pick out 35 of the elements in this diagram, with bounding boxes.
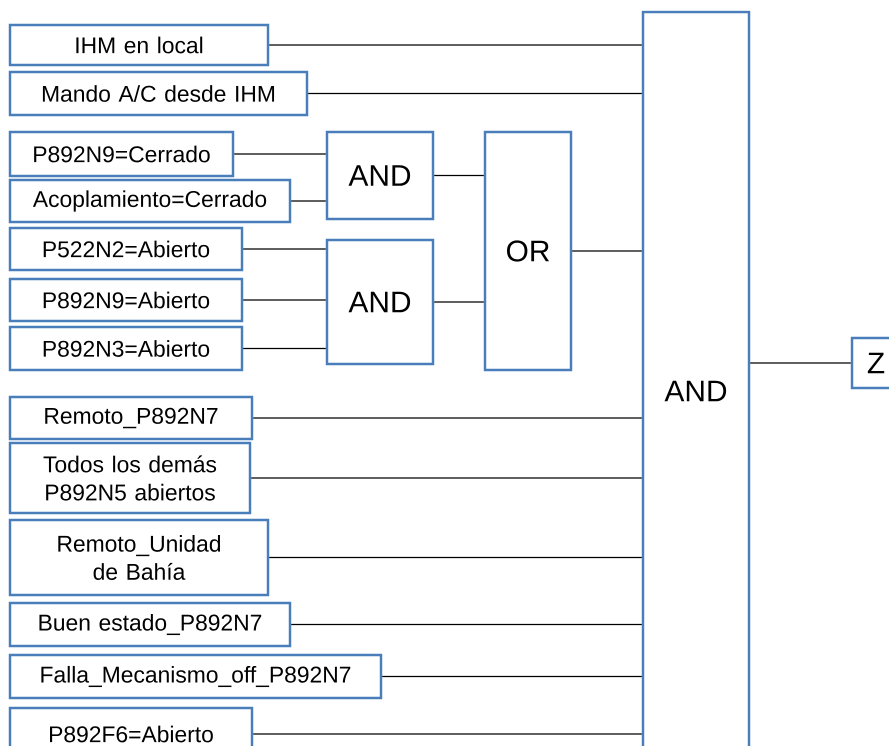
logic-gate-box: AND	[326, 238, 434, 366]
input-box: Todos los demás P892N5 abiertos	[8, 442, 252, 514]
connector-line	[251, 477, 642, 479]
connector-line	[291, 200, 326, 202]
input-box: Remoto_P892N7	[8, 396, 254, 440]
input-box: Remoto_Unidad de Bahía	[8, 518, 270, 596]
connector-line	[243, 248, 326, 250]
input-box: P892N9=Cerrado	[8, 130, 234, 178]
connector-line	[291, 624, 642, 626]
connector-line	[269, 44, 642, 46]
input-box: Falla_Mecanismo_off_P892N7	[8, 654, 382, 700]
connector-line	[572, 250, 642, 252]
logic-gate-box: AND	[642, 10, 750, 746]
input-box: Acoplamiento=Cerrado	[8, 178, 292, 224]
input-box: Buen estado_P892N7	[8, 602, 292, 648]
connector-line	[269, 556, 642, 558]
input-box: Mando A/C desde IHM	[8, 70, 308, 116]
connector-line	[434, 174, 484, 176]
input-box: P892N3=Abierto	[8, 326, 244, 372]
connector-line	[750, 362, 851, 364]
connector-line	[434, 301, 484, 303]
logic-gate-box: AND	[326, 130, 434, 220]
connector-line	[243, 348, 326, 350]
connector-line	[253, 733, 642, 735]
input-box: P522N2=Abierto	[8, 226, 244, 272]
output-box: Z	[850, 336, 889, 390]
connector-line	[243, 299, 326, 301]
logic-gate-box: OR	[484, 130, 572, 372]
connector-line	[253, 417, 642, 419]
connector-line	[234, 153, 326, 155]
connector-line	[308, 92, 642, 94]
connector-line	[382, 676, 642, 678]
input-box: P892F6=Abierto	[8, 706, 254, 746]
input-box: P892N9=Abierto	[8, 278, 244, 322]
input-box: IHM en local	[8, 24, 270, 66]
